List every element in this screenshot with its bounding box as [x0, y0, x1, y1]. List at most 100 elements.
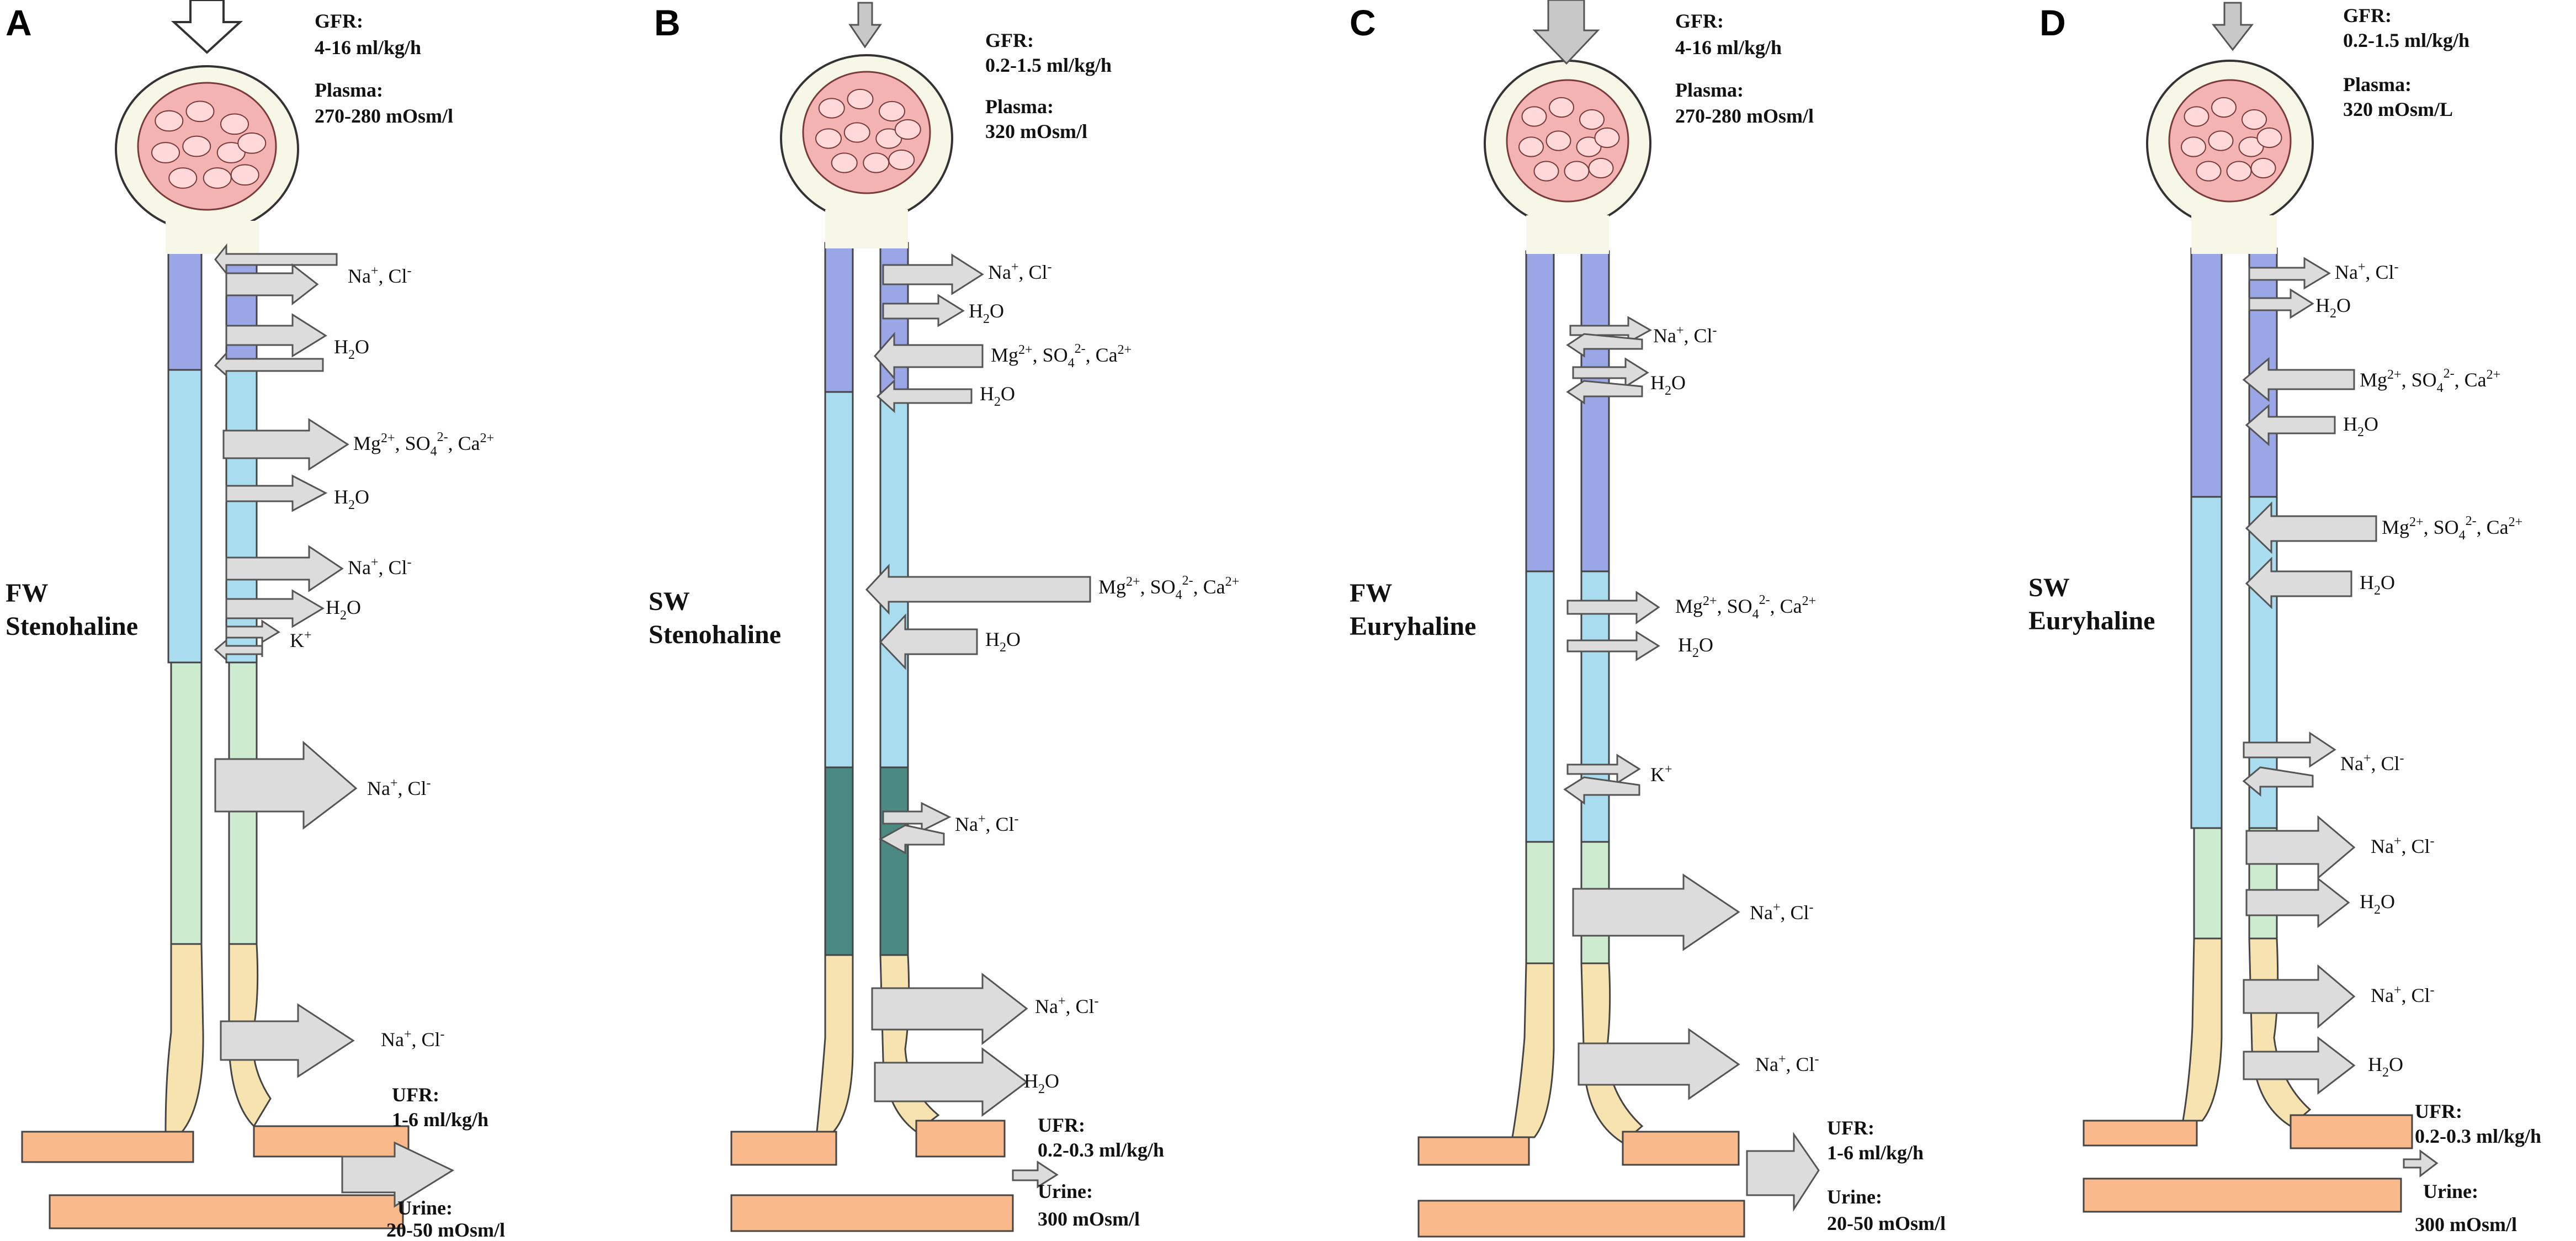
transport-arrow [2245, 556, 2352, 609]
transport-arrow [214, 740, 358, 830]
transport-arrow [1563, 776, 1640, 805]
capillary-loop [847, 88, 874, 110]
tubule-segment-proximal-1 [2190, 247, 2223, 498]
tubule-segment-intermediate [824, 766, 854, 956]
tubule-segment-proximal-1 [1525, 250, 1555, 572]
capsule-neck [825, 210, 908, 248]
transport-arrow [1566, 333, 1643, 358]
tubule-segment-collecting [2182, 937, 2223, 1122]
urine-arrow [1012, 1160, 1059, 1189]
tubule-segment-distal [1525, 841, 1555, 964]
ion-label: Na+, Cl- [988, 260, 1052, 283]
panel-d-tubule [2083, 247, 2413, 1213]
transport-arrow [2242, 357, 2355, 402]
capillary-loop [863, 152, 890, 173]
urine-value: 300 mOsm/l [2415, 1213, 2517, 1235]
capillary-loop [182, 135, 211, 157]
transport-arrow [1566, 630, 1660, 661]
capillary-loop [815, 128, 842, 149]
panel-a-glomerulus [115, 65, 299, 254]
ion-label: Mg2+, SO42-, Ca2+ [2360, 367, 2500, 395]
tubule-segment-collecting [164, 943, 204, 1133]
capillary-loop [216, 142, 246, 163]
panel-a-transport-arrows [214, 243, 455, 1208]
capillary-loop [894, 119, 921, 140]
tubule-segment-proximal-2 [824, 391, 854, 768]
transport-arrow [876, 379, 973, 413]
tubule-segment-collecting [1511, 962, 1555, 1138]
capillary-loop [220, 113, 249, 135]
ufr-title: UFR: [1038, 1114, 1085, 1136]
gfr-title: GFR: [315, 10, 363, 32]
panel-a-tubule [21, 247, 410, 1229]
capillary-loop [1588, 157, 1614, 179]
transport-arrow [871, 972, 1028, 1046]
gfr-arrow [1532, 0, 1600, 65]
urine-arrow [1746, 1132, 1820, 1212]
tubule-segment-proximal-2 [1525, 570, 1555, 843]
capillary-loop [203, 167, 232, 189]
collecting-duct [1417, 1136, 1530, 1166]
capillary-loop [2196, 161, 2222, 182]
gfr-value: 4-16 ml/kg/h [315, 36, 421, 59]
species-line-2: Stenohaline [6, 612, 138, 641]
transport-arrow [214, 638, 263, 662]
gfr-value: 4-16 ml/kg/h [1675, 36, 1782, 59]
transport-arrow [882, 802, 952, 832]
capillary-loop [185, 100, 215, 123]
transport-arrow [225, 313, 327, 358]
ufr-value: 1-6 ml/kg/h [392, 1109, 488, 1131]
plasma-title: Plasma: [2343, 73, 2412, 96]
transport-arrow [2248, 257, 2331, 290]
collecting-duct [253, 1125, 410, 1158]
ion-label: H2O [969, 300, 1004, 326]
transport-arrow [2243, 1036, 2356, 1095]
ion-label: H2O [334, 486, 369, 512]
transport-arrow [1569, 316, 1653, 344]
transport-arrow [225, 589, 325, 628]
transport-arrow [1572, 357, 1649, 388]
capillary-loop [2211, 97, 2237, 118]
transport-arrow [214, 351, 324, 378]
transport-arrow [2248, 288, 2314, 319]
collecting-duct-lower [49, 1194, 404, 1229]
gfr-title: GFR: [2343, 4, 2392, 26]
capillary-loop [2256, 127, 2282, 149]
ion-label: Na+, Cl- [1653, 323, 1717, 347]
species-line-2: Stenohaline [649, 620, 781, 649]
capillary-loop [2242, 109, 2267, 130]
transport-arrow [2243, 731, 2336, 768]
ion-label: K+ [1650, 762, 1672, 786]
transport-arrow [2245, 501, 2377, 554]
ion-label: H2O [980, 383, 1015, 409]
species-line-1: FW [1350, 579, 1392, 608]
capillary-loop [1521, 106, 1547, 127]
ion-label: H2O [1024, 1070, 1059, 1096]
ion-label: H2O [326, 596, 361, 623]
tubule-segment-intermediate [879, 766, 909, 956]
ion-label: Mg2+, SO42-, Ca2+ [2382, 514, 2522, 543]
transport-arrow [2245, 877, 2350, 929]
transport-arrow [1566, 380, 1643, 405]
panel-d-letter: D [2039, 2, 2066, 43]
ion-label: Na+, Cl- [2340, 751, 2404, 775]
capillary-loop [1533, 161, 1559, 182]
transport-arrow [2245, 815, 2356, 880]
urine-title: Urine: [1827, 1186, 1882, 1208]
capillary-loop [2250, 157, 2276, 179]
panel-c-labels: Na+, Cl- H2O Mg2+, SO42-, Ca2+ H2O K+ Na… [1650, 323, 1819, 1075]
capillary-loop [1545, 130, 1571, 151]
capillary-loop [843, 122, 870, 143]
ufr-title: UFR: [392, 1084, 439, 1106]
plasma-value: 270-280 mOsm/l [315, 105, 453, 127]
transport-arrow [1578, 1028, 1740, 1100]
panel-a: A GFR: 4-16 ml/kg/h Plasma: 270-280 mOsm… [6, 0, 505, 1241]
capillary-loop [155, 110, 184, 132]
ion-label: Mg2+, SO42-, Ca2+ [1675, 593, 1816, 622]
capillary-loop [230, 164, 259, 186]
capillary-loop [168, 167, 198, 189]
capillary-loop [818, 98, 845, 119]
tubule-segment-collecting [1580, 962, 1644, 1144]
panel-a-labels: Na+, Cl- H2O Mg2+, SO42-, Ca2+ H2O Na+, … [290, 264, 494, 1051]
transport-arrow [214, 243, 338, 276]
